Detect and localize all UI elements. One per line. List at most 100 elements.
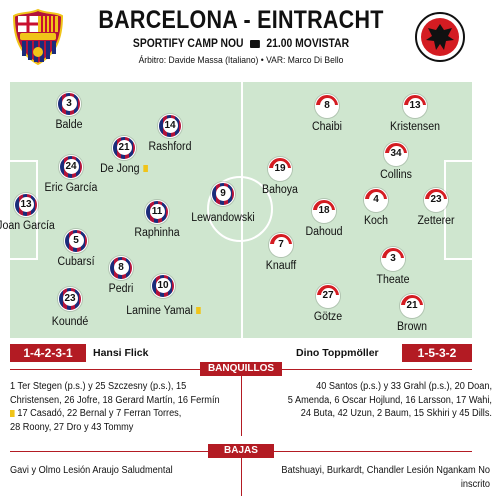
player-number: 34	[388, 146, 404, 161]
eintracht-shirt-icon: 23	[424, 188, 448, 212]
player-name: Koch	[363, 215, 389, 227]
player-name: Dahoud	[305, 226, 343, 238]
player-name: Zetterer	[417, 215, 455, 227]
eintracht-shirt-icon: 3	[381, 247, 405, 271]
player-name: Kristensen	[390, 121, 440, 133]
away-coach: Dino Toppmöller	[296, 347, 379, 359]
eintracht-shirt-icon: 27	[316, 284, 340, 308]
player-name: De Jong	[87, 163, 161, 175]
barca-shirt-icon: 3	[57, 92, 81, 116]
center-circle	[207, 176, 273, 242]
yellow-card-icon	[10, 409, 15, 417]
player-name: Koundé	[51, 316, 89, 328]
home-coach: Hansi Flick	[93, 347, 149, 359]
player-number: 7	[273, 237, 289, 252]
eintracht-shirt-icon: 34	[384, 142, 408, 166]
player-number: 23	[62, 291, 78, 306]
player-name: Lewandowski	[191, 212, 255, 224]
player-number: 18	[316, 203, 332, 218]
bajas-divider	[241, 458, 242, 496]
barca-shirt-icon: 11	[145, 200, 169, 224]
home-penalty-box	[8, 160, 38, 260]
player-name: Brown	[396, 321, 427, 333]
barca-shirt-icon: 9	[211, 182, 235, 206]
yellow-card-icon	[143, 165, 148, 173]
barca-shirt-icon: 24	[59, 155, 83, 179]
player-name: Collins	[380, 169, 412, 181]
away-penalty-box	[444, 160, 474, 260]
banquillos-divider	[241, 376, 242, 436]
barca-shirt-icon: 13	[14, 193, 38, 217]
match-title: BARCELONA - EINTRACHT	[98, 6, 384, 34]
barca-shirt-icon: 5	[64, 229, 88, 253]
player-number: 8	[113, 260, 129, 275]
eintracht-shirt-icon: 8	[315, 94, 339, 118]
home-bench: 1 Ter Stegen (p.s.) y 25 Szczesny (p.s.)…	[10, 381, 220, 433]
player-name: Raphinha	[134, 227, 180, 239]
player-name: Balde	[55, 119, 83, 131]
player-name: Götze	[313, 311, 343, 323]
player-name: Theate	[376, 274, 410, 286]
yellow-card-icon	[196, 307, 202, 315]
home-crest-icon	[12, 8, 64, 66]
player-number: 3	[385, 251, 401, 266]
eintracht-shirt-icon: 19	[268, 157, 292, 181]
barca-shirt-icon: 23	[58, 287, 82, 311]
eintracht-shirt-icon: 21	[400, 294, 424, 318]
player-number: 9	[215, 186, 231, 201]
eintracht-shirt-icon: 7	[269, 233, 293, 257]
away-crest-icon	[415, 12, 465, 62]
player-name: Pedri	[108, 283, 134, 295]
away-bench: 40 Santos (p.s.) y 33 Grahl (p.s.), 20 D…	[287, 381, 492, 419]
barca-shirt-icon: 10	[151, 274, 175, 298]
eintracht-shirt-icon: 4	[364, 188, 388, 212]
venue: SPORTIFY CAMP NOU	[132, 38, 244, 50]
barca-shirt-icon: 8	[109, 256, 133, 280]
player-number: 21	[404, 298, 420, 313]
player-number: 10	[155, 278, 171, 293]
venue-line: SPORTIFY CAMP NOU 21.00 MOVISTAR	[24, 38, 458, 50]
eintracht-shirt-icon: 18	[312, 199, 336, 223]
player-number: 23	[428, 192, 444, 207]
player-number: 14	[162, 118, 178, 133]
player-name: Knauff	[265, 260, 297, 272]
barca-shirt-icon: 14	[158, 114, 182, 138]
officials: Árbitro: Davide Massa (Italiano) • VAR: …	[138, 55, 344, 66]
banquillos-header: BANQUILLOS	[200, 362, 282, 376]
broadcast: 21.00 MOVISTAR	[266, 38, 350, 50]
player-number: 11	[149, 204, 165, 219]
pitch	[8, 80, 474, 340]
player-number: 27	[320, 288, 336, 303]
tv-icon	[250, 40, 260, 48]
player-name: Bahoya	[262, 184, 298, 196]
home-absences: Gavi y Olmo Lesión Araujo Saludmental	[10, 465, 173, 476]
player-number: 13	[407, 98, 423, 113]
player-name: Rashford	[148, 141, 192, 153]
player-name: Cubarsí	[57, 256, 95, 268]
player-number: 24	[63, 159, 79, 174]
home-formation: 1-4-2-3-1	[10, 344, 86, 362]
away-formation: 1-5-3-2	[402, 344, 472, 362]
